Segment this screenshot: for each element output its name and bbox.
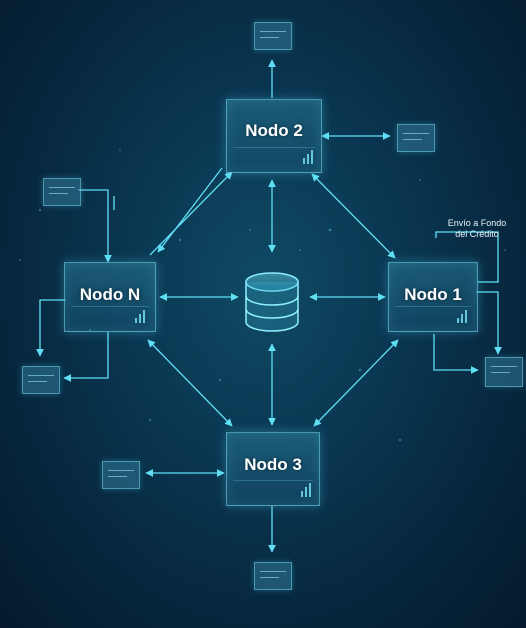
line-node2-nodeN-b bbox=[157, 167, 223, 253]
send-to-fund-annotation: Envío a Fondo del Crédito bbox=[434, 218, 520, 240]
line-nodeN-topleft bbox=[78, 189, 112, 263]
line-node2-node1 bbox=[311, 173, 396, 259]
node-n-chart-icon bbox=[71, 306, 149, 325]
line-node1-node3 bbox=[313, 339, 399, 427]
peer-box-topleft bbox=[43, 178, 81, 206]
database-icon bbox=[245, 272, 299, 332]
line-node1-right bbox=[476, 291, 502, 355]
connectors bbox=[36, 59, 502, 553]
annotation-line-1: Envío a Fondo bbox=[447, 218, 507, 228]
peer-box-bottom bbox=[254, 562, 292, 590]
node-2-chart-icon bbox=[233, 147, 315, 166]
peer-box-node2-right bbox=[397, 124, 435, 152]
line-nodeN-bottom bbox=[63, 332, 109, 382]
peer-box-left bbox=[22, 366, 60, 394]
node-3-chart-icon bbox=[233, 480, 313, 499]
line-nodeN-node3 bbox=[147, 339, 233, 427]
node-n-label: Nodo N bbox=[79, 285, 141, 304]
line-node1-annot bbox=[435, 231, 499, 283]
line-node1-bottom bbox=[433, 334, 479, 374]
peer-box-right bbox=[485, 357, 523, 387]
node-n: Nodo N bbox=[64, 262, 156, 332]
peer-box-node3-left bbox=[102, 461, 140, 489]
peer-box-top bbox=[254, 22, 292, 50]
node-1-label: Nodo 1 bbox=[404, 285, 462, 304]
node-1-chart-icon bbox=[395, 306, 471, 325]
node-2-label: Nodo 2 bbox=[245, 121, 303, 140]
line-nodeN-left-down bbox=[36, 299, 66, 357]
node-3-label: Nodo 3 bbox=[244, 455, 302, 474]
node-1: Nodo 1 bbox=[388, 262, 478, 332]
annotation-line-2: del Crédito bbox=[455, 229, 499, 239]
line-node2-nodeN-a bbox=[149, 171, 233, 256]
node-3: Nodo 3 bbox=[226, 432, 320, 506]
node-2: Nodo 2 bbox=[226, 99, 322, 173]
